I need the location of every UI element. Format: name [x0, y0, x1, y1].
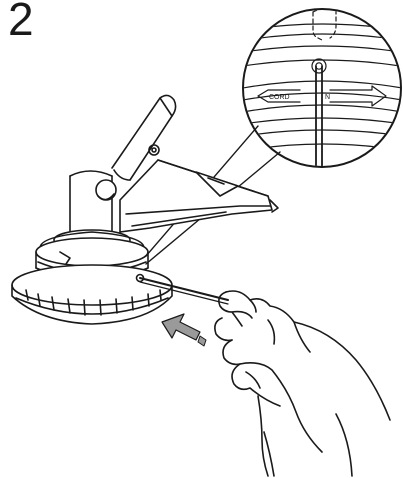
hand — [215, 291, 390, 476]
n-label: N — [325, 94, 330, 101]
trimmer-guard — [120, 160, 278, 232]
insert-direction-arrow — [162, 314, 206, 346]
cord-label: CORD — [269, 94, 290, 101]
trimmer-head — [12, 230, 172, 324]
magnified-detail-circle: CORD N — [146, 8, 402, 264]
